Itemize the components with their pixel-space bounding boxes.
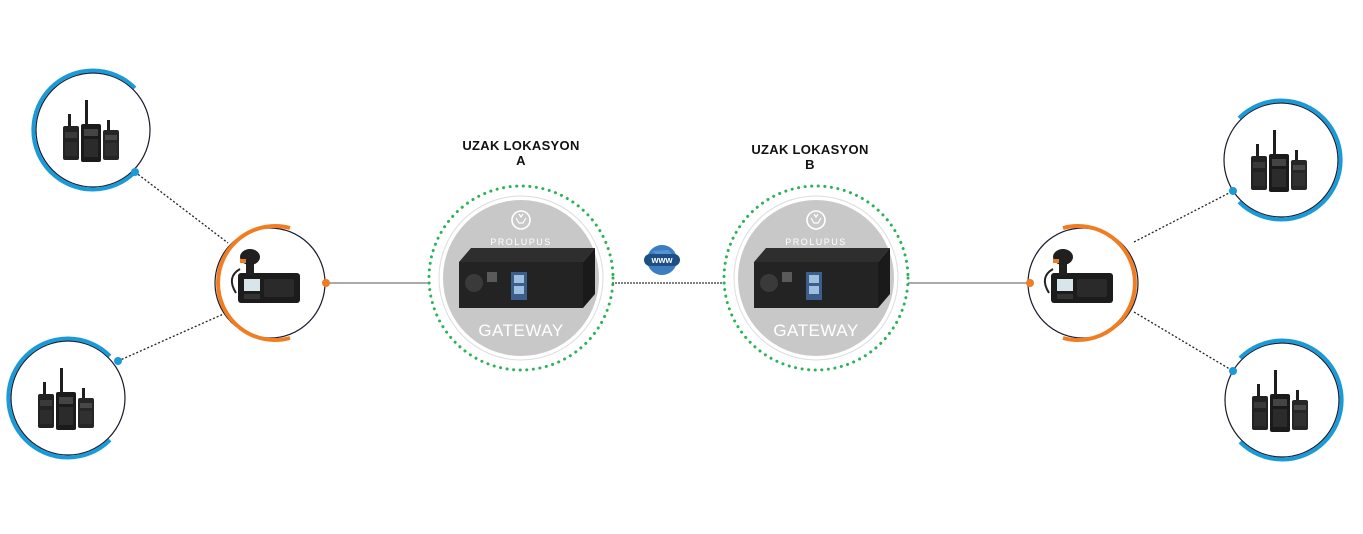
link-hh-top-left-to-mobile-left: [134, 171, 229, 244]
mobile-node-left: [214, 224, 326, 342]
gateway-label-a: GATEWAY: [478, 321, 563, 340]
location-title-b: UZAK LOKASYON: [751, 142, 869, 157]
handheld-node-bottom-right: [1224, 338, 1344, 462]
gateway-node-a: PROLUPUS GATEWAY: [427, 184, 615, 372]
link-mobile-right-to-hh-top-right: [1133, 190, 1234, 243]
connections: [117, 171, 1234, 372]
internet-node: www: [644, 242, 680, 278]
location-label-b: UZAK LOKASYON B: [730, 142, 890, 172]
handheld-node-bottom-left: [6, 336, 126, 460]
location-label-a: UZAK LOKASYON A: [441, 138, 601, 168]
connector-dot-hh-top-right: [1229, 187, 1237, 195]
handheld-node-top-right: [1223, 98, 1343, 222]
connector-dot-hh-bottom-right: [1229, 367, 1237, 375]
gateway-brand-b: PROLUPUS: [785, 237, 847, 247]
gateway-brand-a: PROLUPUS: [490, 237, 552, 247]
gateway-label-b: GATEWAY: [773, 321, 858, 340]
gateway-node-b: PROLUPUS GATEWAY: [722, 184, 910, 372]
internet-label: www: [650, 255, 673, 265]
mobile-node-right: [1027, 224, 1139, 342]
location-letter-b: B: [805, 157, 815, 172]
connector-dot-mobile-right: [1026, 279, 1034, 287]
location-title-a: UZAK LOKASYON: [462, 138, 580, 153]
link-hh-bottom-left-to-mobile-left: [117, 311, 229, 362]
location-letter-a: A: [516, 153, 526, 168]
handheld-node-top-left: [31, 68, 151, 192]
link-mobile-right-to-hh-bottom-right: [1133, 311, 1234, 372]
connector-dot-mobile-left: [322, 279, 330, 287]
connector-dot-hh-bottom-left: [114, 357, 122, 365]
connector-dot-hh-top-left: [131, 168, 139, 176]
